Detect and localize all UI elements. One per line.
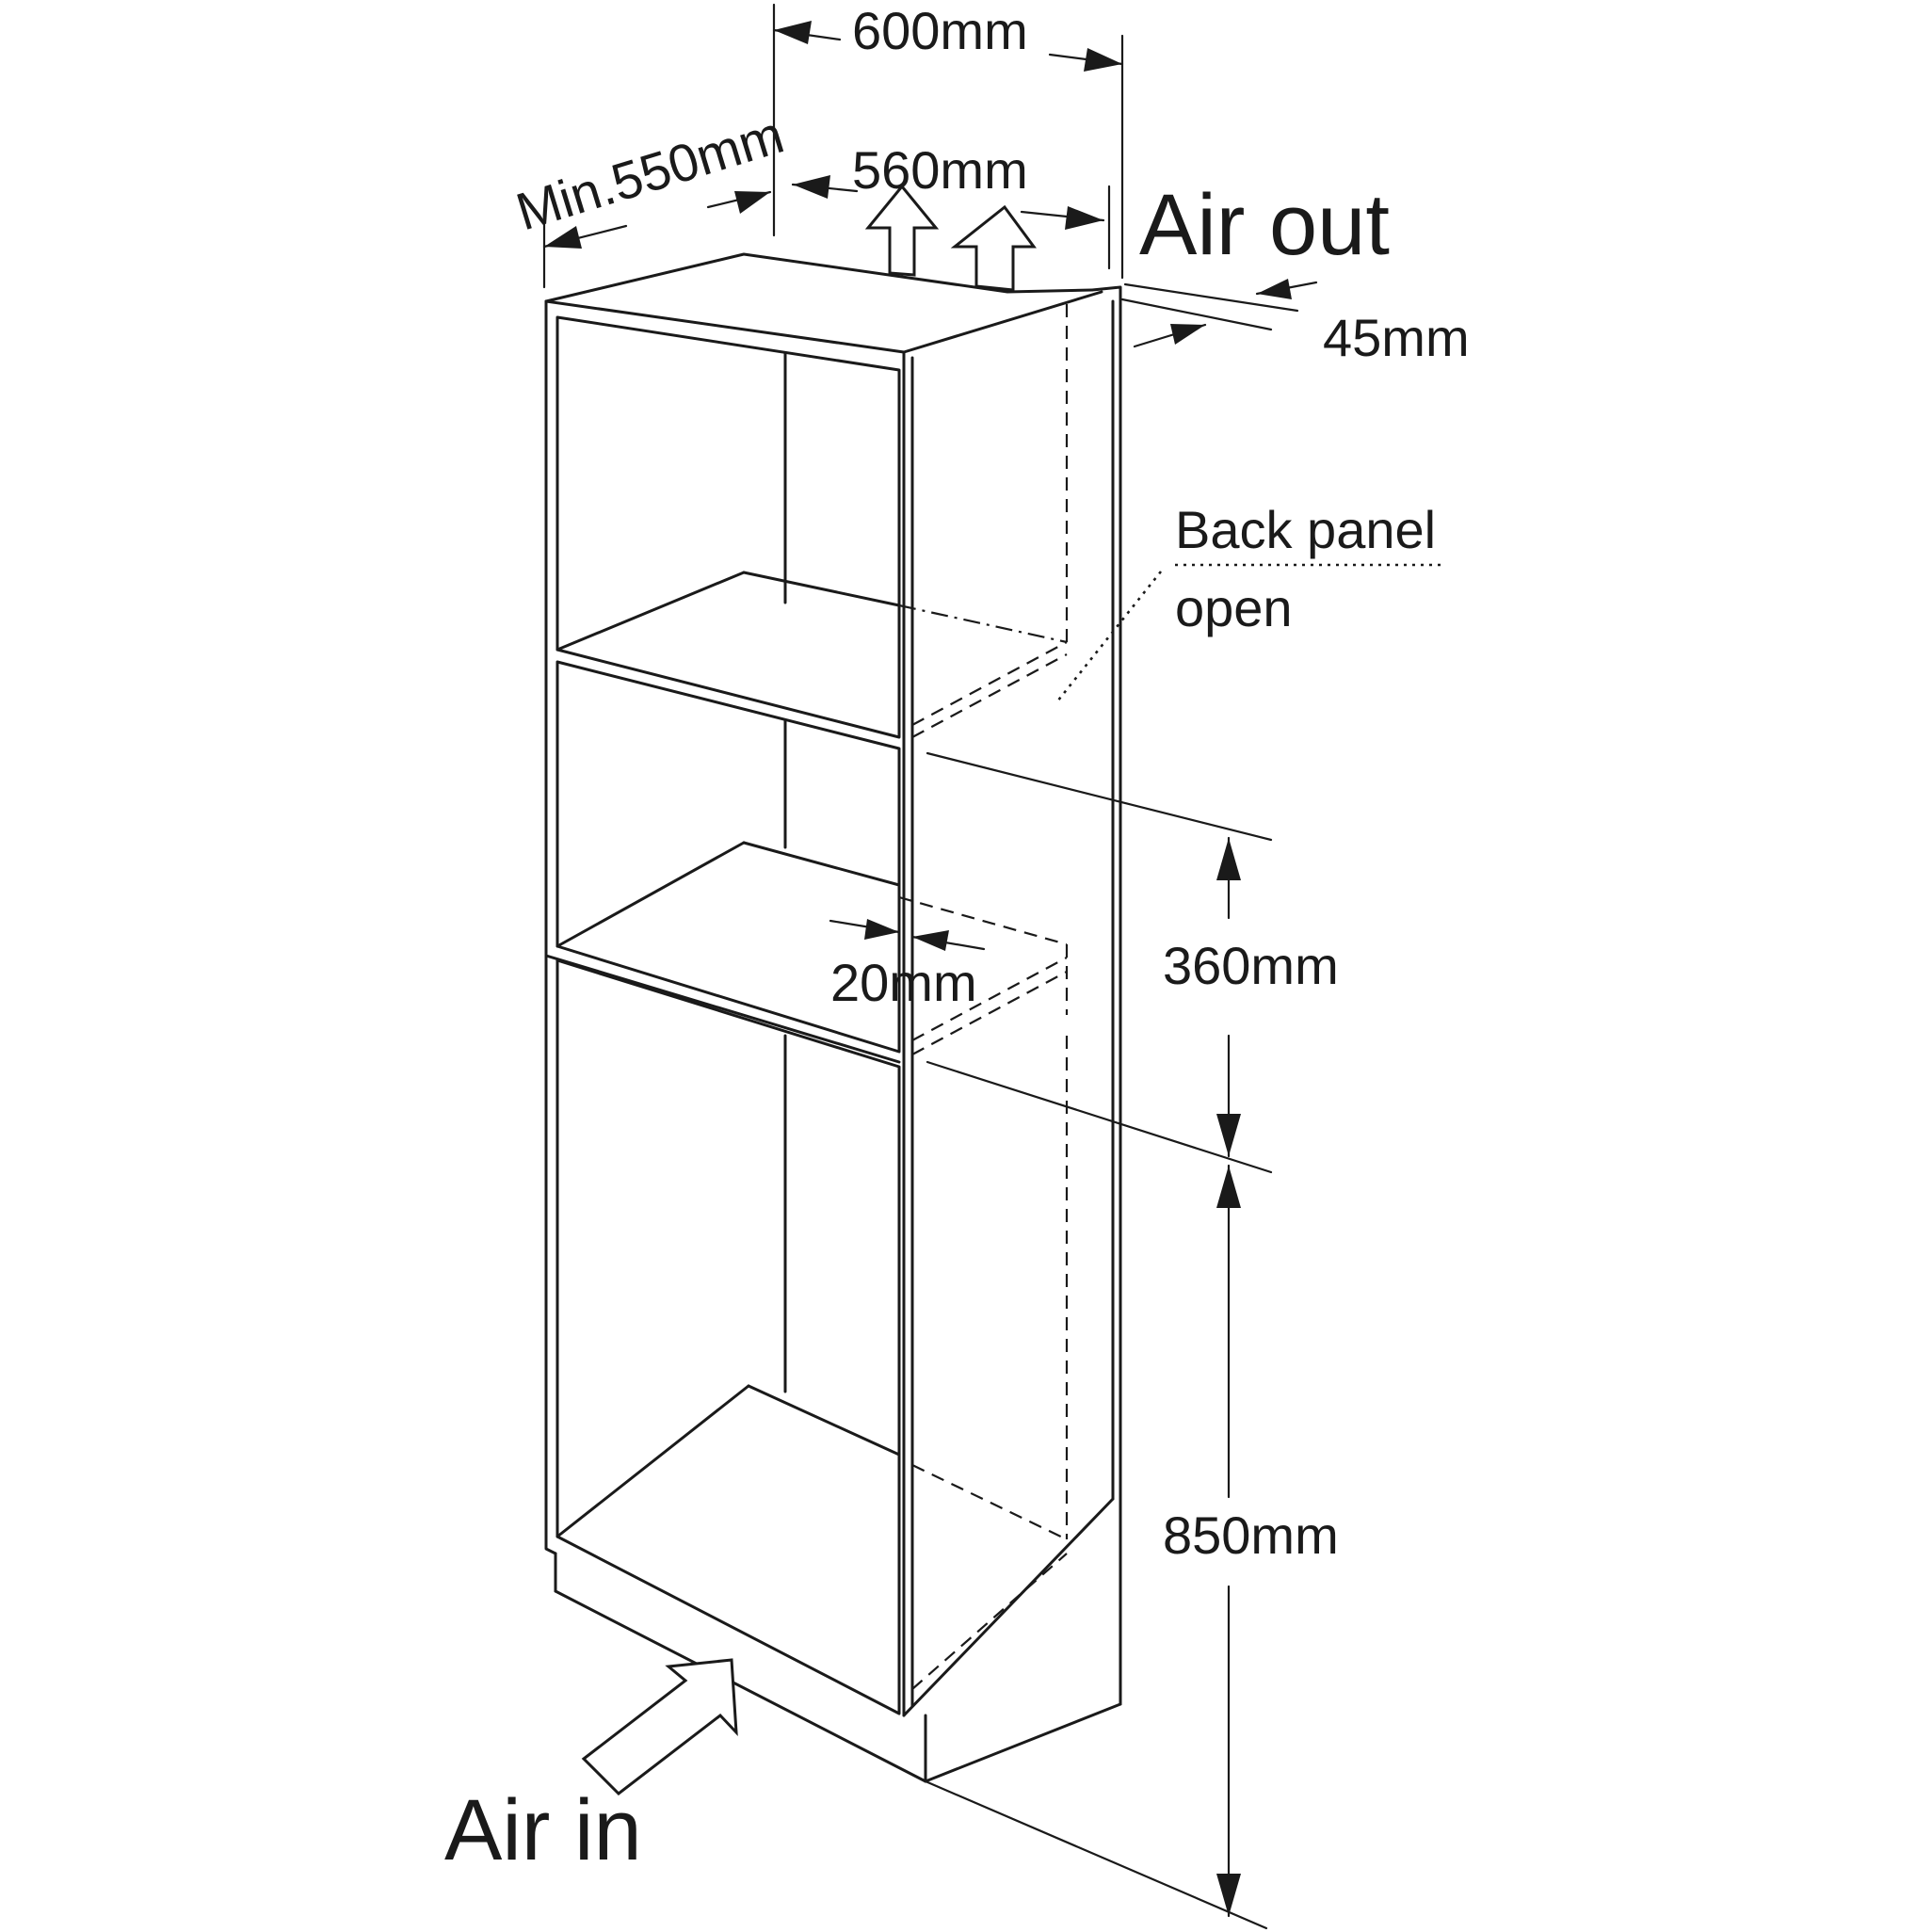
dimension-20	[829, 919, 986, 951]
gap-20-label: 20mm	[830, 953, 977, 1012]
air-out-label: Air out	[1139, 177, 1390, 273]
height-850-label: 850mm	[1163, 1505, 1339, 1565]
cabinet-outline	[544, 252, 1122, 1783]
back-panel-note	[1055, 563, 1445, 702]
dimension-360	[926, 751, 1273, 1174]
dimension-45	[1120, 279, 1318, 348]
dimension-850	[924, 1164, 1268, 1930]
width-560-label: 560mm	[852, 140, 1028, 200]
back-panel-label-line1: Back panel	[1175, 500, 1436, 559]
height-360-label: 360mm	[1163, 936, 1339, 995]
back-panel-label-line2: open	[1175, 578, 1293, 637]
dimension-depth	[542, 190, 772, 289]
width-600-label: 600mm	[852, 1, 1028, 60]
middle-compartment	[544, 660, 1069, 1064]
lower-compartment	[555, 958, 1069, 1715]
air-out-arrows	[864, 184, 1037, 292]
dimension-560	[791, 175, 1111, 270]
air-out-arrow-left	[864, 184, 940, 277]
gap-45-label: 45mm	[1323, 308, 1470, 367]
air-in-arrow	[581, 1658, 738, 1795]
upper-compartment	[555, 299, 1069, 739]
depth-label: Min.550mm	[509, 105, 790, 242]
air-in-label: Air in	[444, 1782, 642, 1878]
dimension-600	[772, 3, 1124, 280]
air-out-arrow-right	[950, 204, 1037, 292]
